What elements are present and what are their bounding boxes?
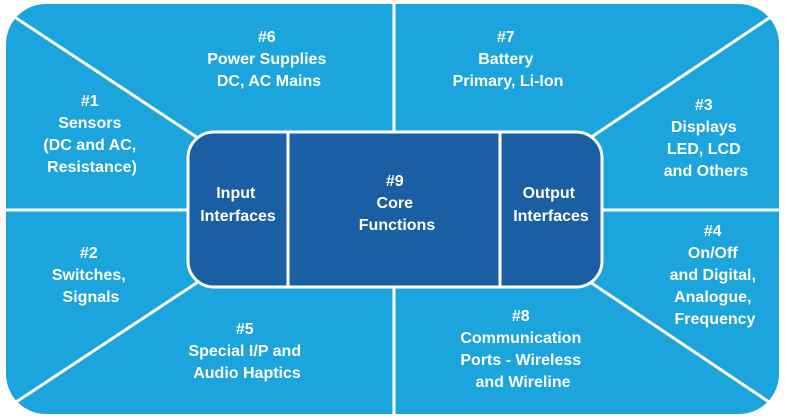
segment-6-power-supplies: #6 Power Supplies DC, AC Mains [207,29,331,90]
segment-4-line: #4 [704,223,722,240]
segment-2-line: Switches, [52,267,126,284]
segment-8-line: Communication [460,330,581,347]
segment-4-line: and Digital, [670,267,756,284]
segment-8-line: #8 [512,308,530,325]
segment-4-line: On/Off [688,245,738,262]
segment-3-line: and Others [664,163,749,180]
segment-6-line: Power Supplies [207,51,326,68]
segment-1-line: Resistance) [47,159,137,176]
segment-5-special-ip: #5 Special I/P and Audio Haptics [188,321,305,382]
segment-5-line: Special I/P and [188,343,301,360]
core-input-line: Input [216,185,256,202]
segment-2-line: Signals [63,289,120,306]
segment-3-line: LED, LCD [667,141,741,158]
core-output-line: Interfaces [513,208,589,225]
segment-6-line: DC, AC Mains [217,73,321,90]
segment-6-line: #6 [258,29,276,46]
core-block [186,130,604,289]
segment-3-line: Displays [671,119,737,136]
segment-7-battery: #7 Battery Primary, Li-Ion [453,29,564,90]
divider-top-left [9,12,199,140]
core-functions-line: Functions [359,217,436,234]
segment-7-line: #7 [497,29,515,46]
segment-4-line: Frequency [675,311,756,328]
segment-1-sensors: #1 Sensors (DC and AC, Resistance) [43,93,140,176]
segment-2-line: #2 [80,245,98,262]
core-functions: #9 Core Functions [359,173,436,234]
segment-4-on-off: #4 On/Off and Digital, Analogue, Frequen… [670,223,761,328]
core-output-interfaces: Output Interfaces [513,185,589,225]
divider-bottom-left [9,280,199,408]
segment-1-line: Sensors [58,115,121,132]
segment-5-line: #5 [236,321,254,338]
segment-7-line: Battery [478,51,533,68]
segment-7-line: Primary, Li-Ion [453,73,564,90]
core-functions-line: Core [377,195,414,212]
divider-bottom-right [589,280,776,408]
segment-8-line: Ports - Wireless [460,352,581,369]
segment-2-switches: #2 Switches, Signals [52,245,130,306]
segment-8-communication: #8 Communication Ports - Wireless and Wi… [460,308,585,391]
segment-4-line: Analogue, [674,289,751,306]
core-input-interfaces: Input Interfaces [200,185,276,225]
segment-3-line: #3 [695,97,713,114]
segment-8-line: and Wireline [476,374,571,391]
segment-1-line: (DC and AC, [43,137,136,154]
core-functions-line: #9 [386,173,404,190]
divider-top-right [589,12,776,140]
segment-1-line: #1 [81,93,99,110]
segment-5-line: Audio Haptics [193,365,301,382]
core-output-line: Output [523,185,576,202]
core-input-line: Interfaces [200,208,276,225]
segment-3-displays: #3 Displays LED, LCD and Others [664,97,749,180]
